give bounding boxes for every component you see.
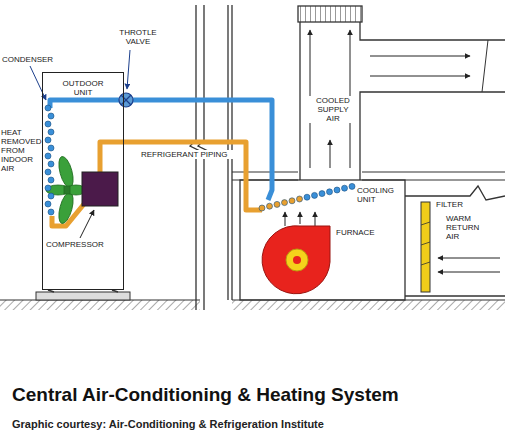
coil-tube (312, 192, 318, 198)
coil-tube (289, 198, 295, 204)
coil-tube (48, 113, 54, 119)
credit-caption: Graphic courtesy: Air-Conditioning & Ref… (12, 418, 324, 430)
compressor-unit (82, 172, 118, 206)
furnace-cabinet (240, 180, 505, 300)
coil-tube (327, 189, 333, 195)
throttle-valve (119, 93, 133, 107)
heat-note: HEAT REMOVED FROM INDOOR AIR (1, 128, 41, 173)
filter-element (421, 202, 430, 292)
air-label: WARM RETURN AIR (446, 214, 502, 241)
coil-tube (45, 121, 51, 127)
coil-tube (45, 105, 51, 111)
valve-label: THROTLE VALVE (116, 28, 160, 46)
outdoor-unit: OUTDOOR UNIT (42, 72, 124, 290)
ground (0, 290, 200, 310)
part-label: FURNACE (336, 228, 386, 237)
furnace-blower (262, 226, 330, 294)
coil-tube (319, 191, 325, 197)
coil-tube (282, 200, 288, 206)
coil-tube (334, 187, 340, 193)
refrigerant-piping (50, 100, 272, 226)
condenser-fan (46, 155, 86, 225)
coil-tube (274, 201, 280, 207)
coil-tube (297, 196, 303, 202)
coil-tube (304, 194, 310, 200)
unit-label: OUTDOOR UNIT (57, 79, 109, 97)
coil-tube (259, 205, 265, 211)
coil-tube (45, 169, 51, 175)
coil-tube (342, 185, 348, 191)
coil-tube (45, 201, 51, 207)
coil-tube (349, 183, 355, 189)
piping-label: REFRIGERANT PIPING (140, 150, 238, 159)
coil-tube (45, 137, 51, 143)
air-label: COOLED SUPPLY AIR (308, 96, 358, 123)
coil-tube (48, 145, 54, 151)
coil-tube (48, 161, 54, 167)
part-label: COOLING UNIT (357, 186, 403, 204)
coil-tube (45, 185, 51, 191)
coil-tube (48, 129, 54, 135)
coil-tube (48, 177, 54, 183)
diagram-title: Central Air-Conditioning & Heating Syste… (12, 384, 399, 406)
leader-lines (30, 50, 130, 238)
supply-duct (298, 6, 505, 180)
coil-tube (267, 203, 273, 209)
coil-tube (45, 153, 51, 159)
part-label: CONDENSER (2, 55, 62, 64)
part-label: FILTER (436, 200, 486, 209)
coil-tube (48, 193, 54, 199)
part-label: COMPRESSOR (46, 240, 106, 249)
coil-tube (48, 209, 54, 215)
